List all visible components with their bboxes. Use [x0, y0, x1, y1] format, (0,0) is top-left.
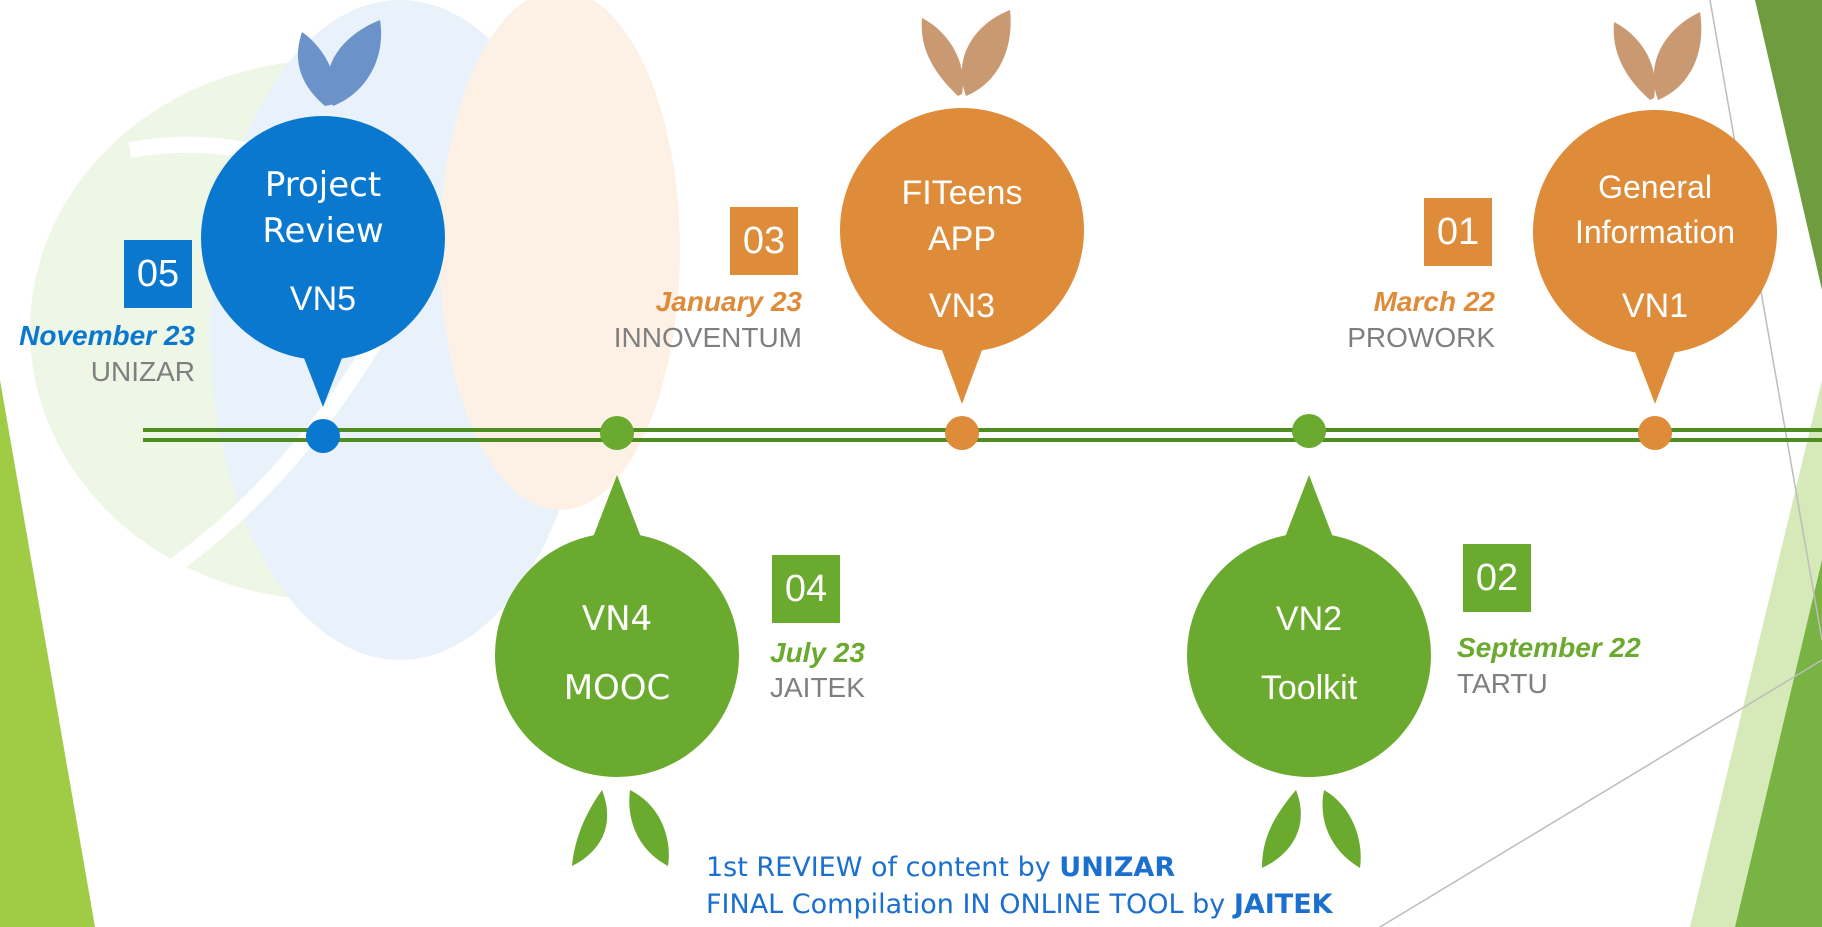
milestone-organization: PROWORK — [1347, 322, 1495, 353]
review-note-text: 1st REVIEW of content by — [706, 852, 1060, 883]
compilation-note-text: FINAL Compilation IN ONLINE TOOL by — [706, 889, 1234, 920]
milestone-code: VN5 — [289, 280, 357, 318]
timeline-dot — [1638, 416, 1672, 450]
milestone-title-line: FITeens — [901, 174, 1023, 212]
compilation-note-organization: JAITEK — [1233, 889, 1333, 920]
milestone-organization: INNOVENTUM — [613, 322, 802, 353]
background-shape-peach — [440, 0, 680, 510]
corner-panel-right-bottom — [1735, 560, 1822, 927]
milestone-number-badge: 01 — [1424, 198, 1492, 266]
milestone-title-line: VN2 — [1275, 600, 1343, 638]
milestone-organization: TARTU — [1457, 668, 1548, 699]
milestone-title-line: General — [1598, 169, 1712, 205]
timeline-dot — [1292, 414, 1326, 448]
milestone-title: General Information — [1545, 165, 1765, 255]
decor-line — [1709, 0, 1822, 641]
milestone-date: November 23 — [19, 320, 195, 351]
milestone-title-line: Toolkit — [1260, 669, 1358, 707]
milestone-title: Project Review — [213, 162, 433, 254]
timeline-dot — [945, 416, 979, 450]
milestone-title: VN4 MOOC — [507, 585, 727, 723]
leaf-icon — [572, 790, 669, 866]
review-note-organization: UNIZAR — [1059, 852, 1176, 883]
timeline-dot — [306, 419, 340, 453]
milestone-title-line: MOOC — [563, 668, 671, 708]
milestone-date: September 22 — [1457, 632, 1641, 663]
milestone-number-badge: 02 — [1463, 544, 1531, 612]
leaf-icon — [1262, 790, 1361, 868]
decor-line — [1379, 659, 1822, 927]
milestone-title: FITeens APP — [852, 170, 1072, 262]
bubble-vn2 — [1187, 533, 1431, 777]
bubble-vn4 — [495, 533, 739, 777]
milestone-date: January 23 — [655, 286, 802, 317]
corner-triangle-left — [0, 380, 95, 927]
milestone-date: July 23 — [770, 637, 865, 668]
milestone-organization: UNIZAR — [90, 356, 195, 387]
timeline-dot — [600, 416, 634, 450]
milestone-title-line: Project — [264, 165, 382, 205]
compilation-note: FINAL Compilation IN ONLINE TOOL by JAIT… — [706, 889, 1333, 920]
leaf-icon — [1613, 12, 1702, 100]
corner-panel-right-top — [1755, 0, 1822, 290]
milestone-organization: JAITEK — [770, 672, 865, 703]
milestone-number-badge: 05 — [124, 240, 192, 308]
milestone-title-line: VN4 — [581, 599, 653, 639]
milestone-number-badge: 03 — [730, 207, 798, 275]
bubble-pointer — [297, 340, 349, 407]
leaf-icon — [297, 20, 382, 106]
milestone-title: VN2 Toolkit — [1199, 585, 1419, 723]
milestone-title-line: Review — [262, 211, 384, 251]
bubble-vn1 — [1533, 110, 1777, 354]
bubble-vn3 — [840, 108, 1084, 352]
milestone-title-line: Information — [1574, 214, 1736, 250]
bubble-pointer — [590, 475, 644, 545]
milestone-code: VN1 — [1621, 287, 1689, 325]
bubble-pointer — [936, 334, 988, 404]
milestone-title-line: APP — [927, 220, 997, 258]
milestone-code: VN3 — [928, 287, 996, 325]
bubble-vn5 — [201, 116, 445, 360]
bubble-pointer — [1282, 475, 1336, 545]
leaf-icon — [921, 10, 1011, 96]
milestone-number-badge: 04 — [772, 555, 840, 623]
milestone-date: March 22 — [1373, 286, 1495, 317]
bubble-pointer — [1629, 336, 1681, 404]
review-note: 1st REVIEW of content by UNIZAR — [706, 852, 1175, 883]
